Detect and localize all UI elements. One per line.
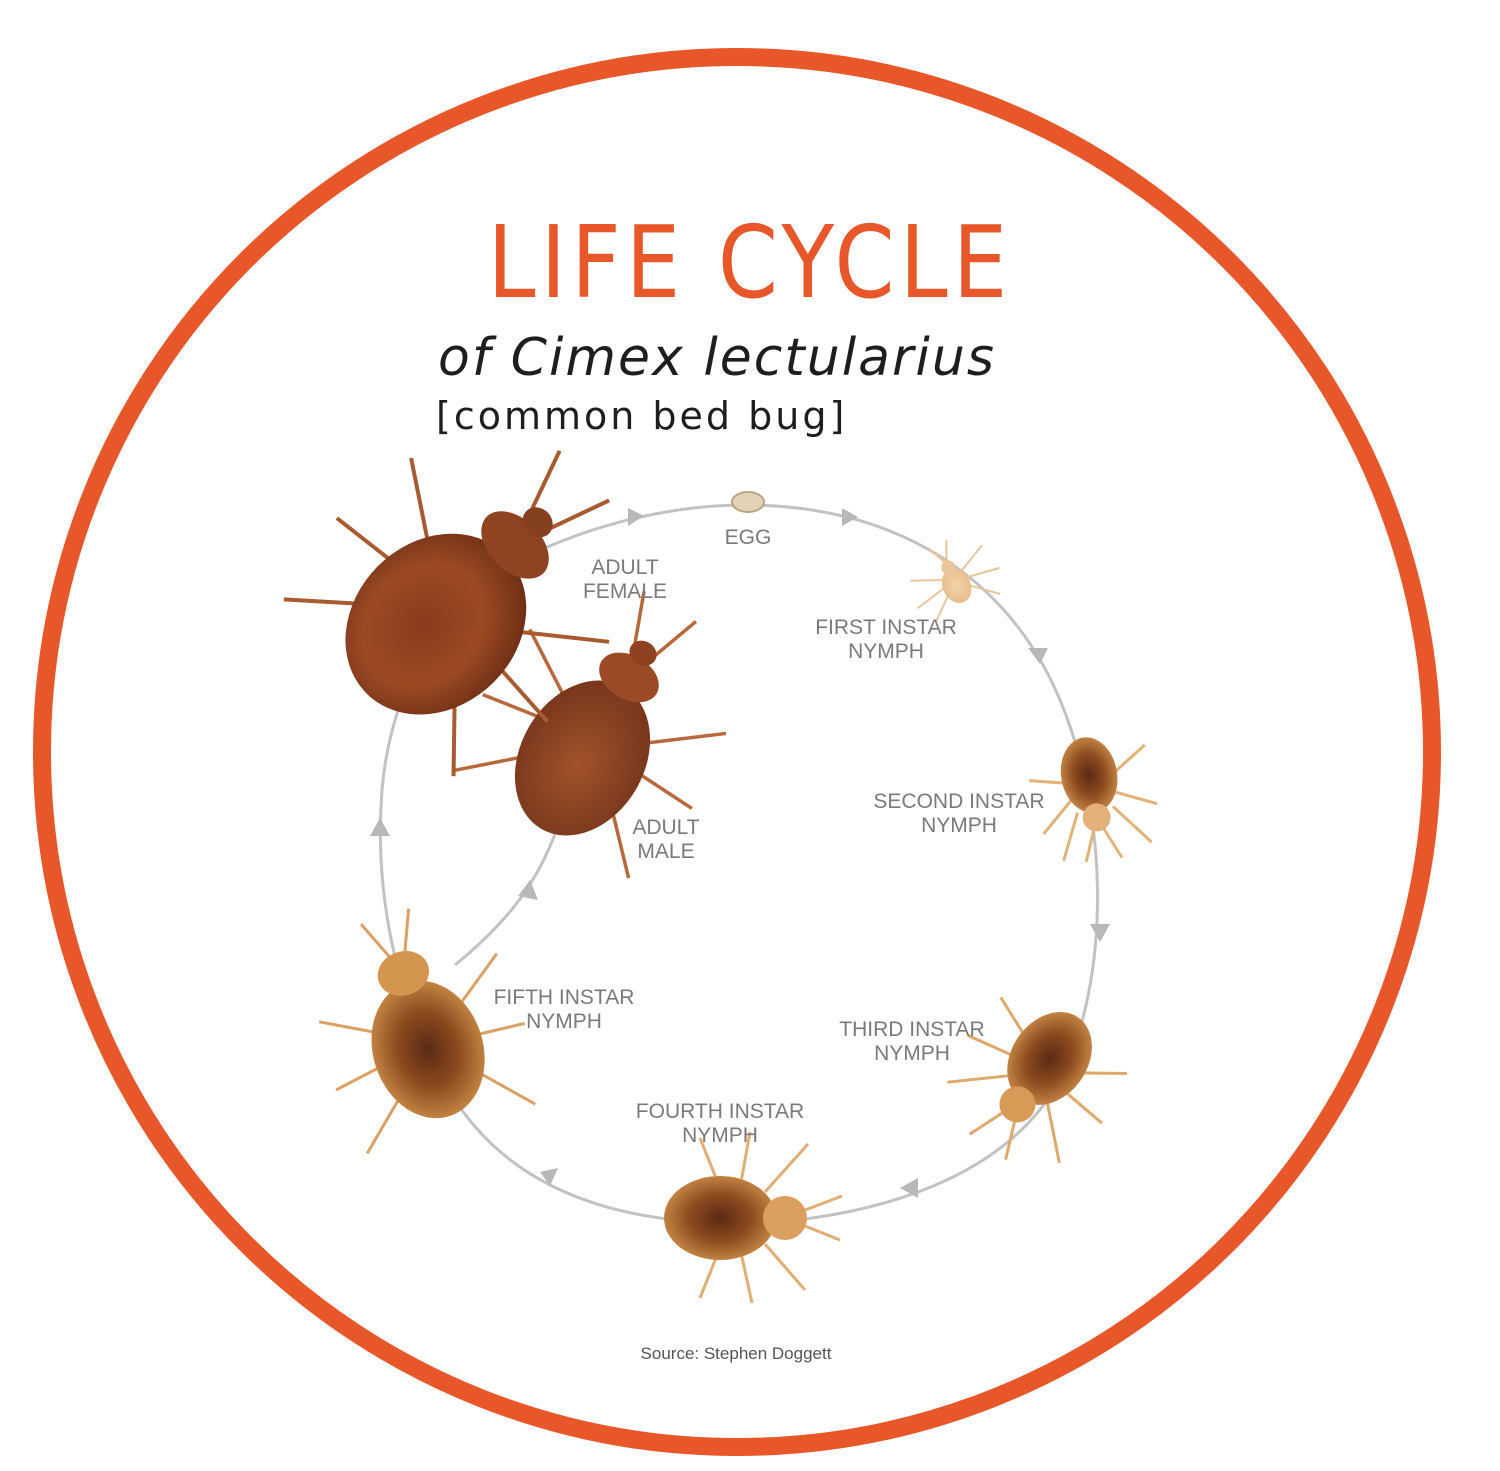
fifth-instar-image [318, 908, 536, 1155]
fourth-instar-image [664, 1131, 843, 1304]
arrow-to-egg [628, 508, 644, 526]
adult-male-image [453, 591, 727, 879]
arrow-after-third [900, 1178, 918, 1198]
label-second-instar: SECOND INSTAR NYMPH [873, 790, 1045, 837]
common-name: [common bed bug] [436, 394, 848, 438]
page-title: LIFE CYCLE [487, 204, 1013, 321]
cycle-path-branch [454, 819, 562, 967]
outer-ring [33, 48, 1441, 1456]
first-instar-image [910, 539, 1001, 623]
label-adult-female: ADULT FEMALE [582, 556, 668, 603]
arrow-after-first [1028, 648, 1048, 664]
label-first-instar: FIRST INSTAR NYMPH [815, 616, 957, 663]
label-fourth-instar: FOURTH INSTAR NYMPH [635, 1100, 805, 1147]
egg-image [731, 491, 765, 513]
direction-arrows [370, 508, 1110, 1198]
label-fifth-instar: FIFTH INSTAR NYMPH [493, 986, 635, 1033]
label-adult-male: ADULT MALE [632, 816, 700, 863]
arrow-to-male [518, 880, 538, 900]
arrow-after-fourth [540, 1168, 558, 1186]
adult-female-image [283, 450, 610, 777]
arrow-up-left [370, 818, 390, 836]
label-egg: EGG [724, 526, 772, 549]
source-credit: Source: Stephen Doggett [640, 1344, 832, 1363]
arrow-after-second [1090, 924, 1110, 942]
third-instar-image [947, 996, 1127, 1164]
arrow-egg-right [842, 508, 858, 526]
label-third-instar: THIRD INSTAR NYMPH [839, 1018, 985, 1065]
second-instar-image [1029, 737, 1158, 863]
page-subtitle: of Cimex lectularius [438, 328, 996, 388]
